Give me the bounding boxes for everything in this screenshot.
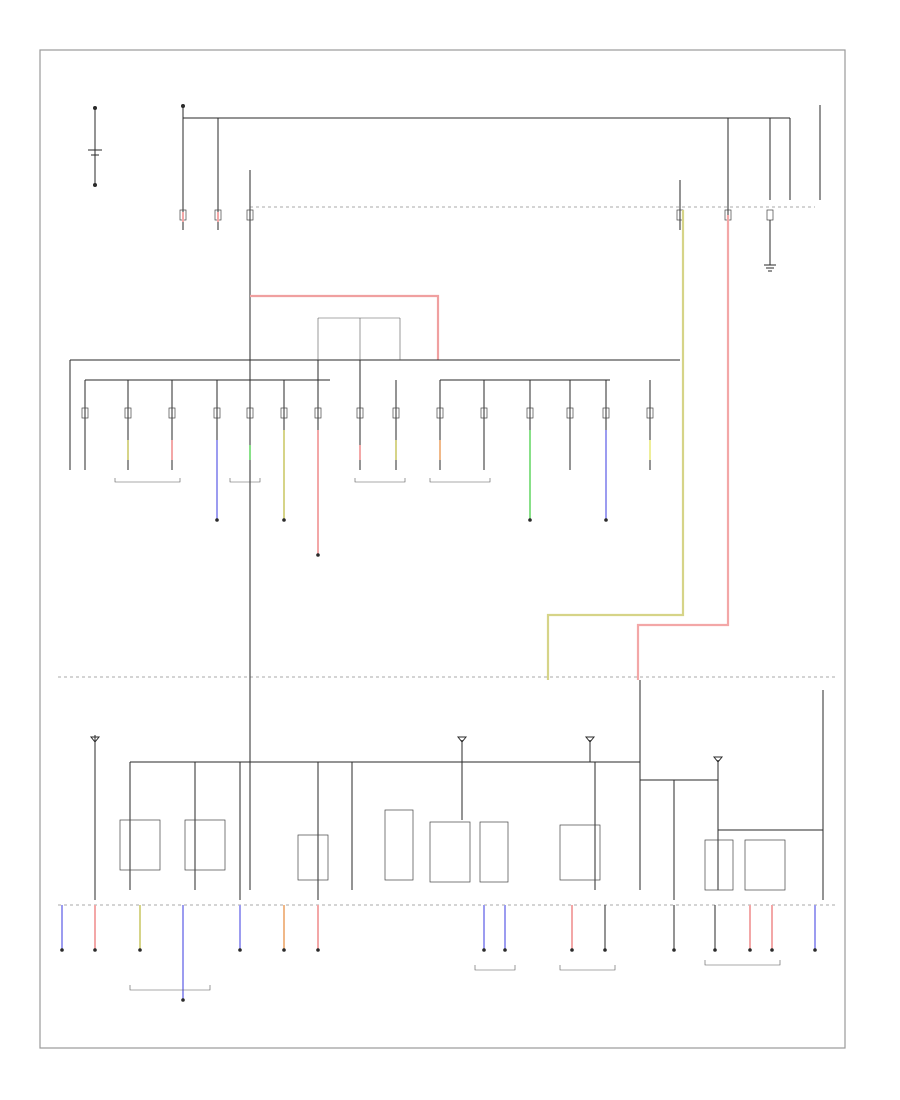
ground-icon (764, 264, 776, 272)
battery-icon (88, 106, 102, 187)
splice-node-icon (60, 948, 817, 1002)
ground-icon (89, 736, 724, 763)
relay-icon (119, 809, 786, 891)
fuse-icon (81, 407, 654, 419)
splice-node-icon (215, 518, 608, 557)
bottom-branches (94, 735, 675, 900)
diagram-frame (39, 49, 846, 1049)
